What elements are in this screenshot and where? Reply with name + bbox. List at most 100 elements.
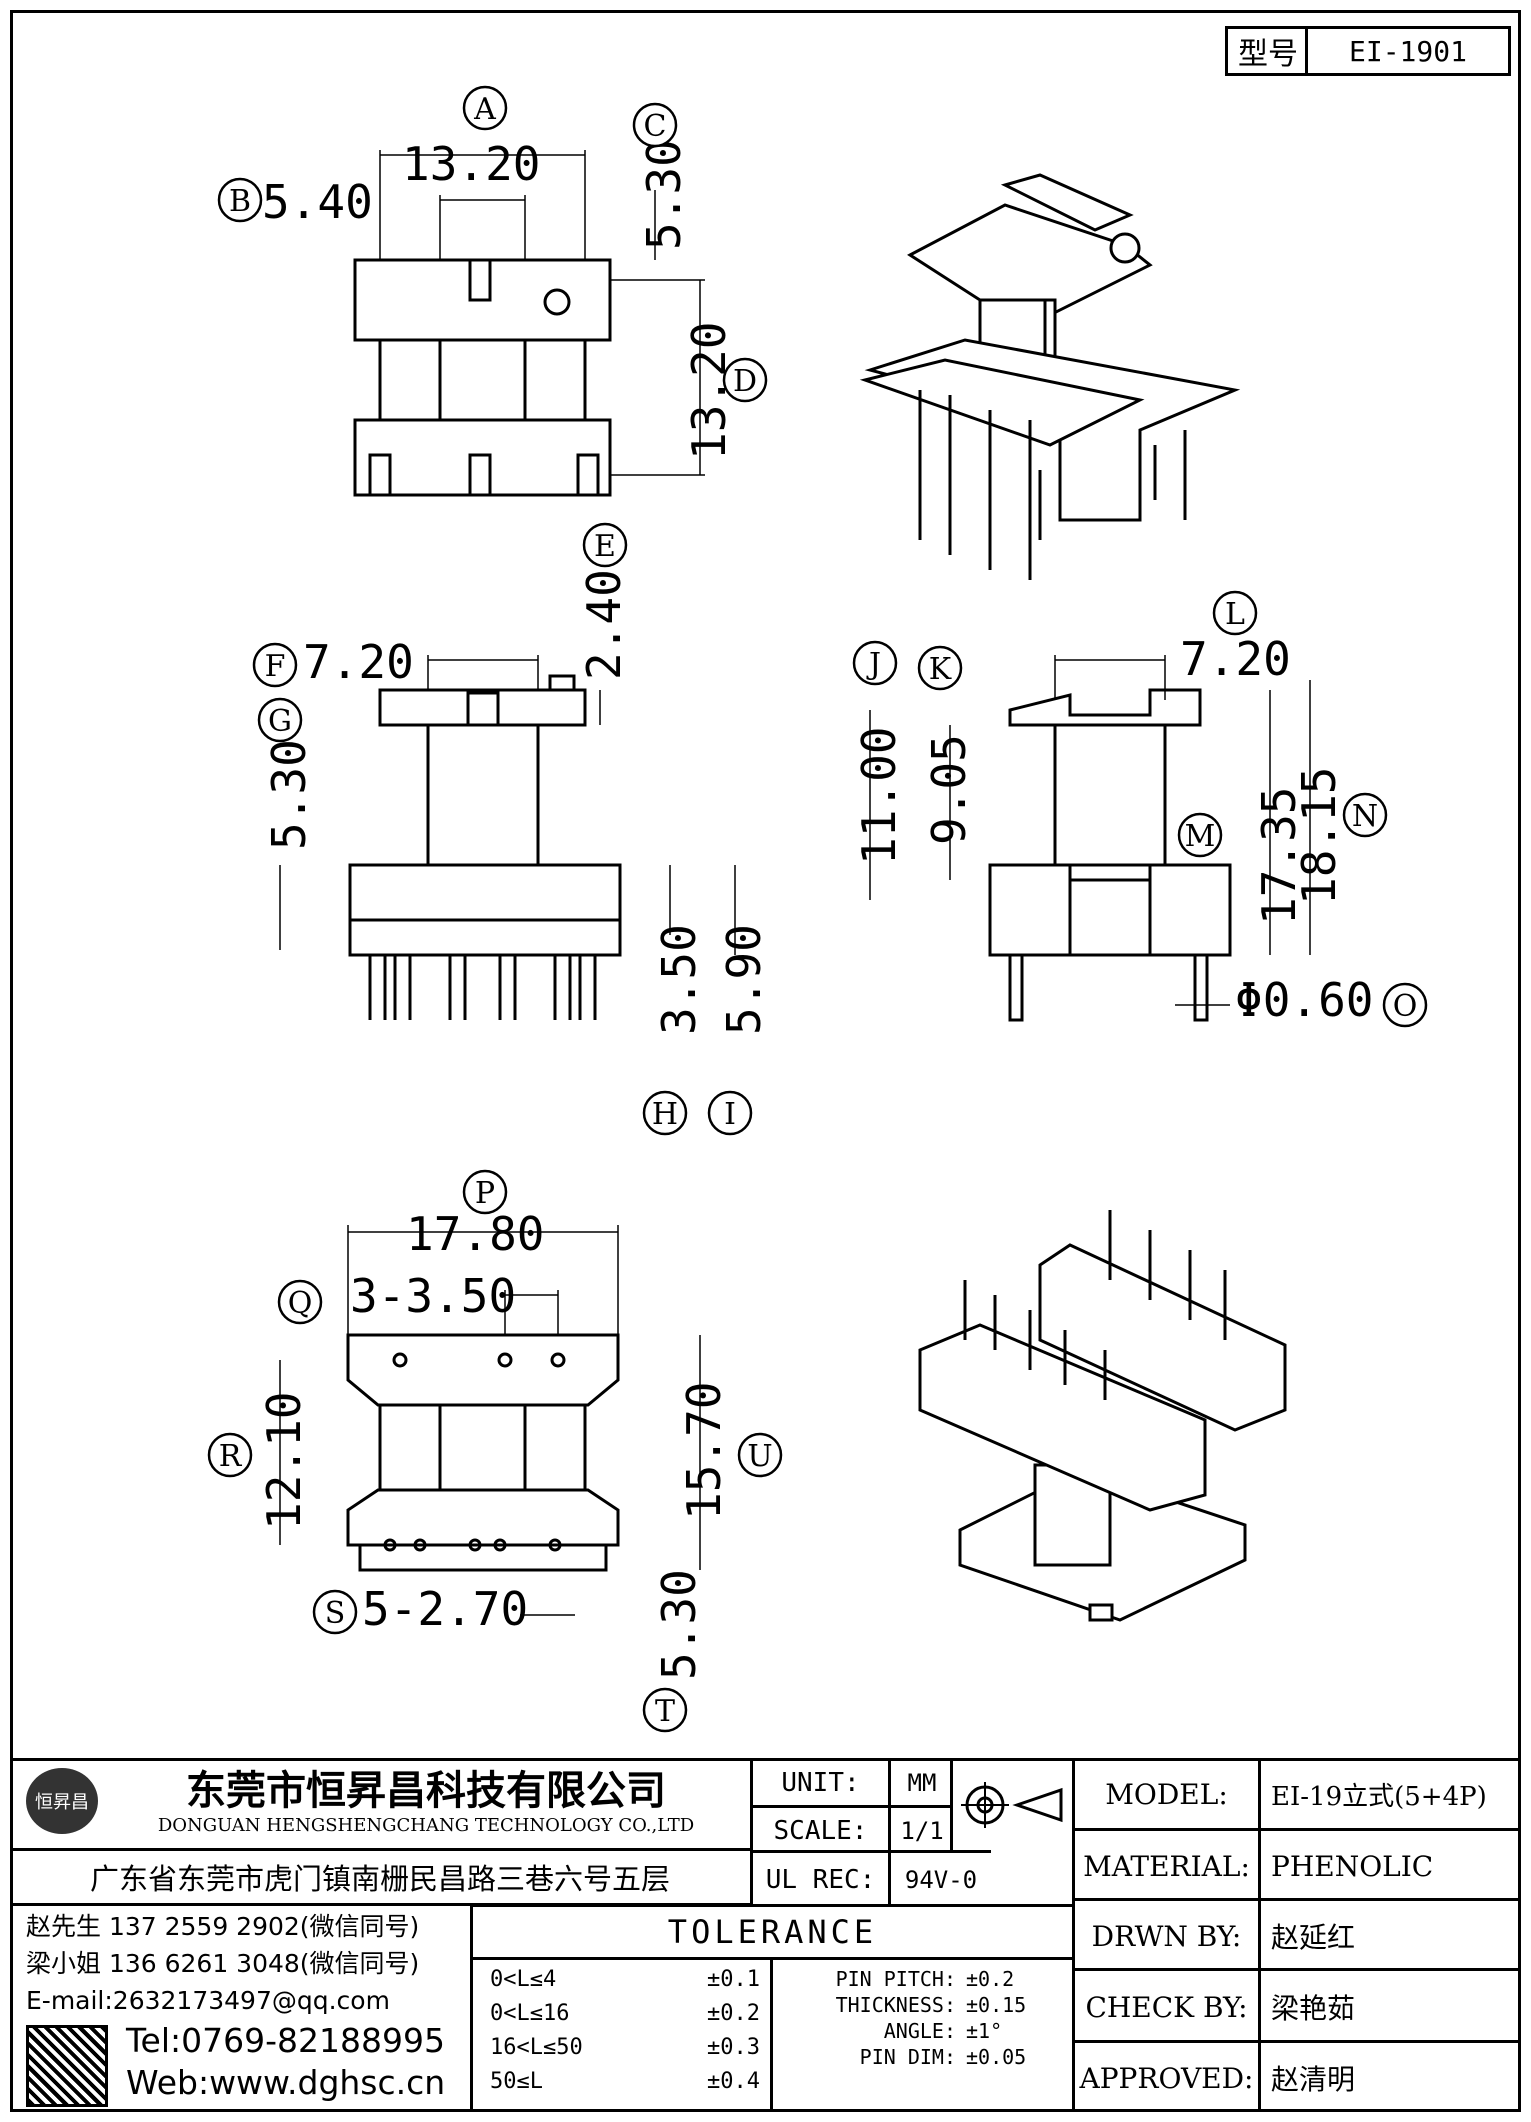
marker-letter: B <box>229 184 251 219</box>
marker-letter: K <box>929 652 952 687</box>
info-drawn-label: DRWN BY: <box>1075 1898 1258 1971</box>
model-tag-label: 型号 <box>1225 26 1308 76</box>
marker-c: C <box>632 102 678 148</box>
marker-u: U <box>737 1432 783 1478</box>
dim-n-text: 18.15 <box>1292 767 1346 905</box>
marker-letter: H <box>652 1097 678 1132</box>
unit-label: UNIT: <box>781 1767 860 1798</box>
tolerance-divider <box>770 1957 773 2112</box>
block-divider <box>750 1758 753 1904</box>
title-block <box>10 1758 1521 2115</box>
marker-letter: A <box>473 92 496 127</box>
marker-d: D <box>722 357 768 403</box>
marker-e: E <box>582 522 628 568</box>
dim-h-text: 3.50 <box>652 924 706 1035</box>
marker-m: M <box>1177 812 1223 858</box>
marker-p: P <box>462 1169 508 1215</box>
qr-code <box>26 2025 108 2107</box>
dim-i-text: 5.90 <box>717 924 771 1035</box>
other-tol-row: ANGLE:±1° <box>883 2019 1003 2043</box>
marker-letter: D <box>733 364 757 399</box>
tolerance-row: 0<L≤4±0.1 <box>490 1967 760 1992</box>
scale-value: 1/1 <box>888 1805 953 1853</box>
technical-drawing: 13.20 5.40 5.30 13.20 7.20 2.40 5.30 3.5… <box>207 85 1428 1733</box>
marker-letter: R <box>219 1439 243 1474</box>
dim-s-text: 5-2.70 <box>362 1582 528 1636</box>
tolerance-table: 0<L≤4±0.1 0<L≤16±0.2 16<L≤50±0.3 50≤L±0.… <box>490 1963 760 2099</box>
projection-symbol <box>950 1760 1075 1850</box>
other-tol-row: THICKNESS:±0.15 <box>835 1993 1027 2017</box>
block-divider <box>470 1904 473 2112</box>
info-approved-value: 赵清明 <box>1261 2040 1521 2113</box>
marker-k: K <box>917 645 963 691</box>
iso-view-bottom <box>918 1210 1287 1622</box>
marker-j: J <box>852 640 898 686</box>
marker-b: B <box>217 177 263 223</box>
top-view: 13.20 5.40 5.30 13.20 <box>262 137 736 497</box>
marker-letter: C <box>644 109 667 144</box>
marker-h: H <box>642 1090 688 1136</box>
marker-s: S <box>312 1589 358 1635</box>
ulrec-value: 94V-0 <box>888 1850 991 1907</box>
dim-p-text: 17.80 <box>406 1207 544 1261</box>
marker-letter: F <box>265 649 286 684</box>
dim-g-text: 5.30 <box>262 739 316 850</box>
scale-label: SCALE: <box>753 1805 888 1853</box>
company-name-cn: 东莞市恒昇昌科技有限公司 <box>186 1768 666 1814</box>
info-drawn-value: 赵延红 <box>1261 1898 1521 1971</box>
dim-b-text: 5.40 <box>262 175 373 229</box>
contact-line: E-mail:2632173497@qq.com <box>26 1986 390 2015</box>
marker-letter: N <box>1352 799 1378 834</box>
marker-letter: Q <box>288 1286 313 1321</box>
marker-letter: O <box>1393 989 1418 1024</box>
contact-line: 赵先生 137 2559 2902(微信同号) <box>26 1912 420 1941</box>
front-view: 7.20 2.40 5.30 3.50 5.90 <box>262 569 771 1035</box>
marker-letter: P <box>475 1176 495 1211</box>
ulrec-label: UL REC: <box>753 1850 888 1907</box>
tolerance-row: 0<L≤16±0.2 <box>490 2001 760 2026</box>
iso-view-top <box>859 173 1241 580</box>
marker-f: F <box>252 642 298 688</box>
dim-e-text: 2.40 <box>577 569 631 680</box>
company-web: Web:www.dghsc.cn <box>126 2062 446 2102</box>
dim-f-text: 7.20 <box>303 635 414 689</box>
bottom-view: 17.80 3-3.50 12.10 15.70 5-2.70 5.30 <box>257 1207 731 1680</box>
dim-q-text: 3-3.50 <box>350 1269 516 1323</box>
other-tol-row: PIN PITCH:±0.2 <box>835 1967 1015 1991</box>
dim-o-text: Φ0.60 <box>1235 973 1373 1027</box>
info-check-value: 梁艳茹 <box>1261 1968 1521 2043</box>
marker-q: Q <box>277 1279 323 1325</box>
company-name-en: DONGUAN HENGSHENGCHANG TECHNOLOGY CO.,LT… <box>157 1814 695 1836</box>
tolerance-row: 50≤L±0.4 <box>490 2069 760 2094</box>
projection-icon <box>961 1782 1063 1828</box>
marker-letter: L <box>1225 597 1245 632</box>
info-model-value: EI-19立式(5+4P) <box>1271 1781 1487 1812</box>
marker-letter: M <box>1185 819 1216 854</box>
marker-letter: I <box>724 1097 736 1132</box>
side-view: 7.20 11.00 9.05 17.35 18.15 Φ0.60 <box>852 632 1373 1027</box>
marker-letter: S <box>325 1596 346 1631</box>
marker-letter: G <box>268 704 292 739</box>
info-material-label: MATERIAL: <box>1075 1828 1258 1901</box>
dim-u-text: 15.70 <box>677 1382 731 1520</box>
dim-t-text: 5.30 <box>652 1569 706 1680</box>
marker-o: O <box>1382 982 1428 1028</box>
info-check-label: CHECK BY: <box>1075 1968 1258 2043</box>
info-approved-label: APPROVED: <box>1075 2040 1258 2113</box>
marker-t: T <box>642 1687 688 1733</box>
info-material-value: PHENOLIC <box>1261 1828 1521 1901</box>
dim-m-text: 17.35 <box>1252 787 1306 925</box>
logo: 恒昇昌 <box>26 1768 98 1834</box>
block-divider <box>1258 1758 1261 2112</box>
marker-letter: T <box>655 1694 675 1729</box>
block-divider <box>1072 1758 1075 2112</box>
dim-l-text: 7.20 <box>1180 632 1291 686</box>
info-model-label: MODEL: <box>1105 1777 1228 1811</box>
marker-g: G <box>257 697 303 743</box>
dim-r-text: 12.10 <box>257 1392 311 1530</box>
unit-value: MM <box>888 1760 953 1805</box>
tolerance-title: TOLERANCE <box>473 1904 1072 1960</box>
marker-n: N <box>1342 792 1388 838</box>
other-tol-row: PIN DIM:±0.05 <box>859 2045 1027 2069</box>
